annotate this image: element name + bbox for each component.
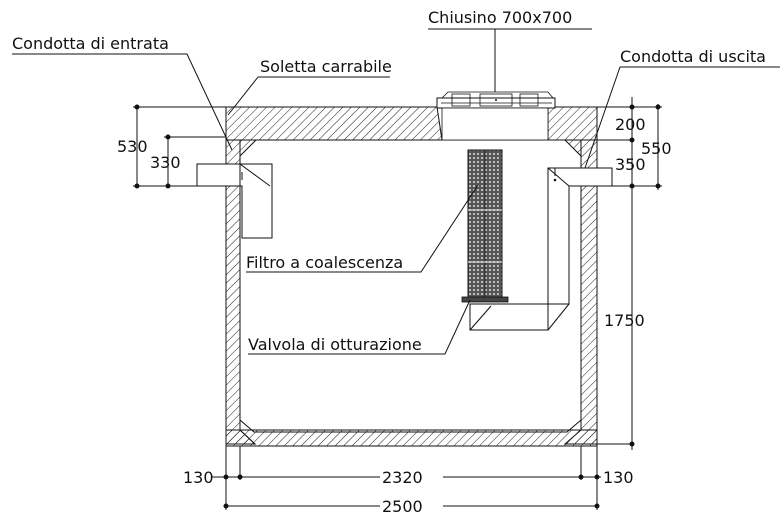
coalescing-filter (461, 149, 509, 303)
slab-right (547, 106, 598, 141)
floor (225, 429, 598, 447)
dim-530: 530 (117, 137, 148, 156)
dim-550: 550 (641, 139, 672, 158)
outlet-label: Condotta di uscita (620, 47, 766, 66)
dim-130-right: 130 (603, 468, 634, 487)
dim-1750: 1750 (604, 311, 645, 330)
dim-2320: 2320 (382, 468, 423, 487)
inlet-label: Condotta di entrata (12, 34, 169, 53)
dimension-lines (133, 97, 662, 510)
dim-330: 330 (150, 153, 181, 172)
dim-2500: 2500 (382, 497, 423, 515)
valve-label: Valvola di otturazione (248, 335, 422, 354)
leader-lines (12, 28, 780, 355)
dim-130-left: 130 (183, 468, 214, 487)
manhole-cover (436, 91, 556, 141)
tank-walls (225, 139, 598, 447)
filter-label: Filtro a coalescenza (246, 253, 403, 272)
slab-left (225, 106, 443, 141)
dim-350: 350 (615, 155, 646, 174)
slab-label: Soletta carrabile (260, 57, 392, 76)
manhole-label: Chiusino 700x700 (428, 8, 572, 27)
slab-chamfer-right (563, 139, 582, 158)
inlet-pipe (196, 163, 273, 239)
outlet-pipe (469, 167, 613, 331)
slab-chamfer-left (239, 139, 258, 158)
dim-200: 200 (615, 115, 646, 134)
